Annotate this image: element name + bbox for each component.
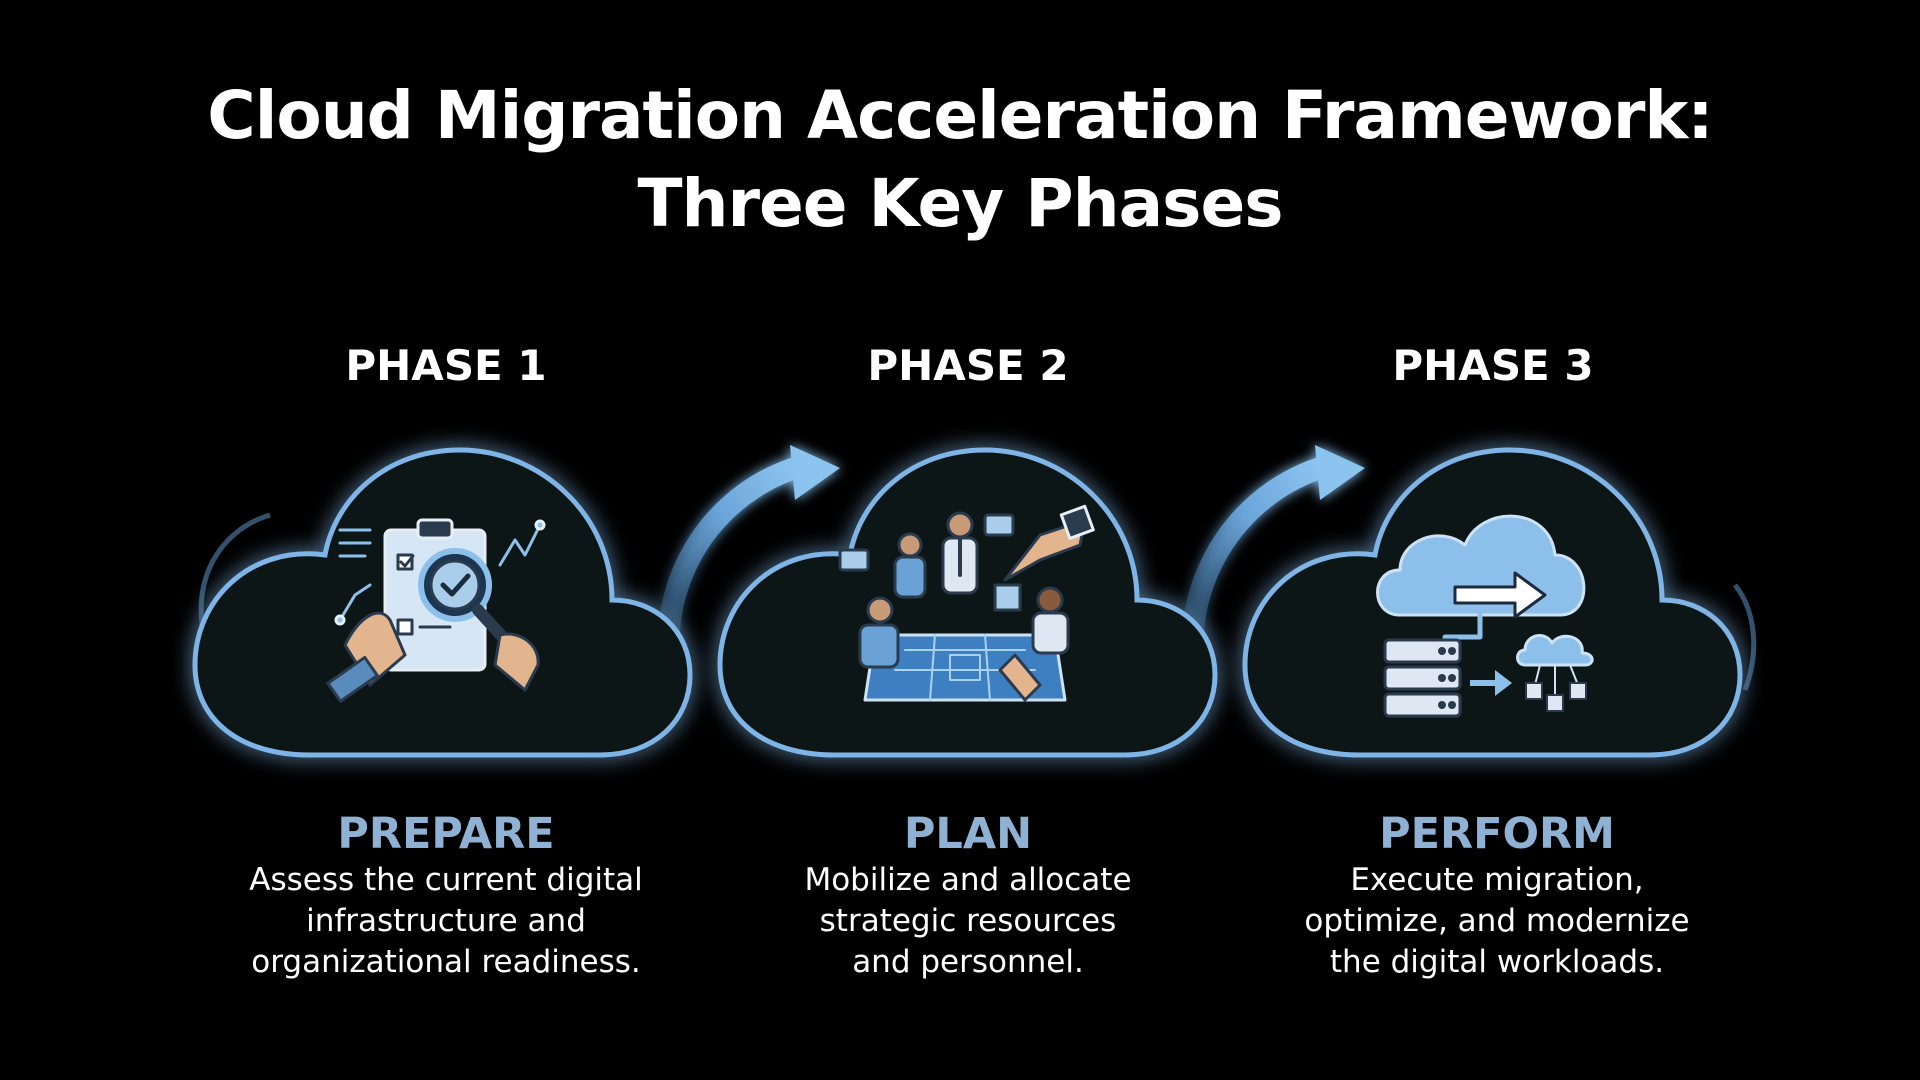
phase-2-cloud bbox=[720, 450, 1215, 755]
cloud-server-migration-icon bbox=[1376, 514, 1594, 718]
phase-1-cloud bbox=[195, 450, 690, 755]
phase-1-label: PHASE 1 bbox=[345, 341, 547, 390]
phase-3-name: PERFORM bbox=[1379, 809, 1615, 859]
cloud-3-swoosh bbox=[1733, 583, 1757, 691]
phase-3-description-line: the digital workloads. bbox=[1329, 944, 1665, 980]
title-line-2: Three Key Phases bbox=[637, 165, 1283, 242]
page-title: Cloud Migration Acceleration Framework: … bbox=[0, 72, 1920, 248]
phase-2-name: PLAN bbox=[903, 809, 1033, 859]
phase-2-description-line: Mobilize and allocate bbox=[804, 862, 1132, 898]
phase-1-description-line: organizational readiness. bbox=[251, 944, 641, 980]
phase-3-cloud bbox=[1245, 450, 1740, 755]
phase-1-name: PREPARE bbox=[337, 809, 555, 859]
cloud-1-swoosh bbox=[198, 512, 271, 641]
phase-1-description-line: infrastructure and bbox=[306, 903, 586, 939]
phase-2-description: Mobilize and allocate strategic resource… bbox=[708, 860, 1228, 983]
title-line-1: Cloud Migration Acceleration Framework: bbox=[207, 77, 1713, 154]
phase-3-description-line: Execute migration, bbox=[1350, 862, 1644, 898]
clipboard-magnifier-icon bbox=[326, 518, 546, 703]
phase-3-description-line: optimize, and modernize bbox=[1304, 903, 1690, 939]
phase-1-description: Assess the current digital infrastructur… bbox=[186, 860, 706, 983]
phase-3-label: PHASE 3 bbox=[1392, 341, 1594, 390]
phase-2-description-line: strategic resources bbox=[819, 903, 1117, 939]
phase-2-description-line: and personnel. bbox=[852, 944, 1084, 980]
phase-3-description: Execute migration, optimize, and moderni… bbox=[1237, 860, 1757, 983]
team-planning-icon bbox=[838, 504, 1095, 702]
phase-1-description-line: Assess the current digital bbox=[249, 862, 643, 898]
phase-2-label: PHASE 2 bbox=[867, 341, 1069, 390]
